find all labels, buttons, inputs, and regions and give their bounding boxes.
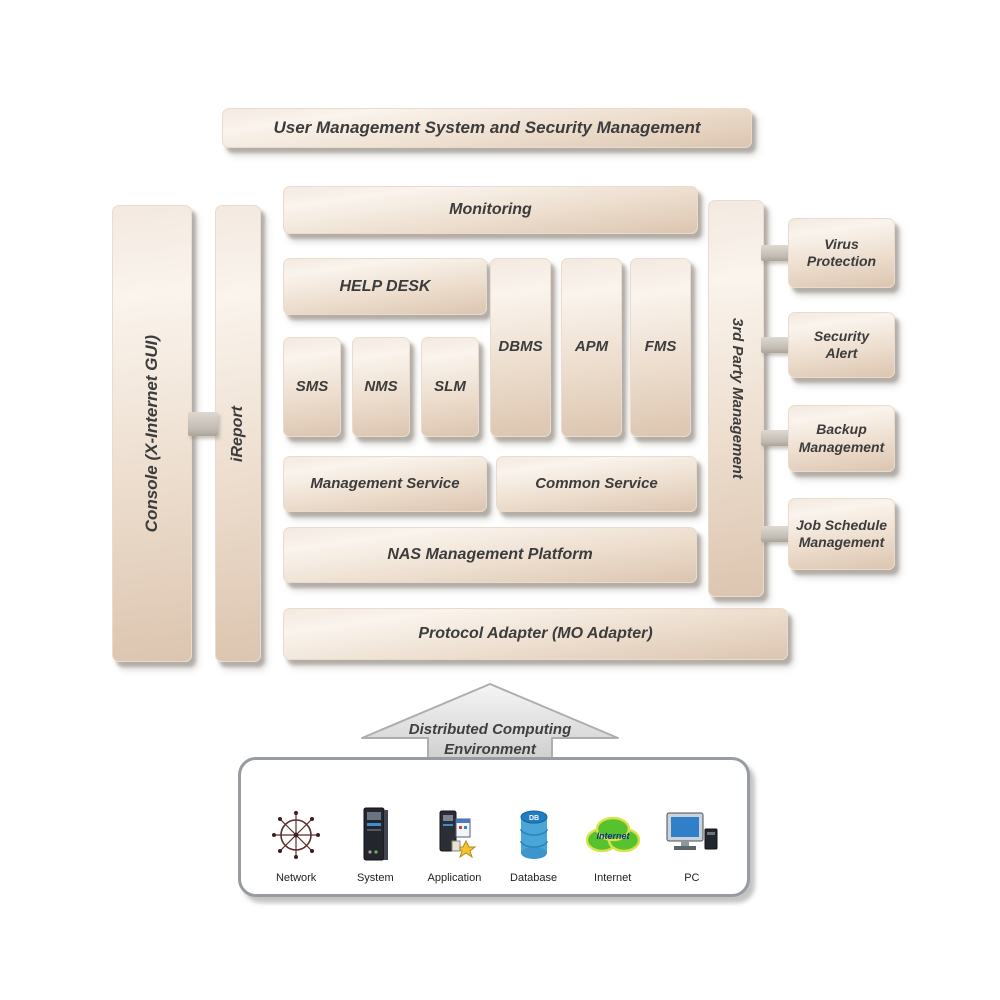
env-label-internet: Internet bbox=[594, 872, 632, 884]
box-fms: FMS bbox=[630, 258, 691, 437]
box-console: Console (X-Internet GUI) bbox=[112, 205, 192, 662]
box-third-party-label: 3rd Party Management bbox=[728, 318, 746, 479]
box-nas-management-platform: NAS Management Platform bbox=[283, 527, 697, 583]
connector-virus-protection bbox=[761, 245, 790, 261]
box-job-schedule-management: Job Schedule Management bbox=[788, 498, 895, 570]
box-ireport-label: iReport bbox=[229, 405, 246, 462]
box-user-security-management: User Management System and Security Mana… bbox=[222, 108, 752, 148]
env-item-system: System bbox=[337, 804, 413, 884]
box-console-label: Console (X-Internet GUI) bbox=[142, 334, 162, 533]
box-help-desk: HELP DESK bbox=[283, 258, 487, 315]
box-apm: APM bbox=[561, 258, 622, 437]
up-arrow-icon bbox=[361, 683, 619, 760]
environment-container: Network System bbox=[238, 757, 750, 897]
box-protocol-adapter: Protocol Adapter (MO Adapter) bbox=[283, 608, 788, 660]
env-label-database: Database bbox=[510, 872, 558, 884]
system-icon bbox=[358, 804, 392, 866]
pc-icon bbox=[663, 804, 721, 866]
box-monitoring: Monitoring bbox=[283, 186, 698, 234]
env-label-application: Application bbox=[427, 872, 482, 884]
env-label-network: Network bbox=[275, 872, 317, 884]
internet-icon-text: Internet bbox=[596, 831, 630, 841]
box-sms: SMS bbox=[283, 337, 341, 437]
env-item-application: Application bbox=[416, 804, 492, 884]
box-slm: SLM bbox=[421, 337, 479, 437]
connector-backup-management bbox=[761, 430, 790, 446]
env-label-pc: PC bbox=[684, 872, 700, 884]
connector-job-schedule bbox=[761, 526, 790, 542]
box-nms: NMS bbox=[352, 337, 410, 437]
network-icon bbox=[270, 804, 322, 866]
box-ireport: iReport bbox=[215, 205, 261, 662]
application-icon bbox=[426, 804, 482, 866]
env-item-database: DB Database bbox=[496, 804, 572, 884]
box-dbms: DBMS bbox=[490, 258, 551, 437]
internet-icon: Internet bbox=[582, 804, 644, 866]
box-third-party-management: 3rd Party Management bbox=[708, 200, 764, 597]
env-item-internet: Internet Internet bbox=[575, 804, 651, 884]
box-backup-management: Backup Management bbox=[788, 405, 895, 472]
connector-security-alert bbox=[761, 337, 790, 353]
database-icon: DB bbox=[515, 804, 553, 866]
box-virus-protection: Virus Protection bbox=[788, 218, 895, 288]
distributed-computing-label: Distributed Computing Environment bbox=[408, 721, 572, 758]
box-security-alert: Security Alert bbox=[788, 312, 895, 378]
box-common-service: Common Service bbox=[496, 456, 697, 512]
database-icon-text: DB bbox=[529, 815, 539, 822]
env-item-network: Network bbox=[258, 804, 334, 884]
connector-console-ireport bbox=[188, 412, 218, 436]
box-management-service: Management Service bbox=[283, 456, 487, 512]
env-label-system: System bbox=[356, 872, 394, 884]
env-item-pc: PC bbox=[654, 804, 730, 884]
